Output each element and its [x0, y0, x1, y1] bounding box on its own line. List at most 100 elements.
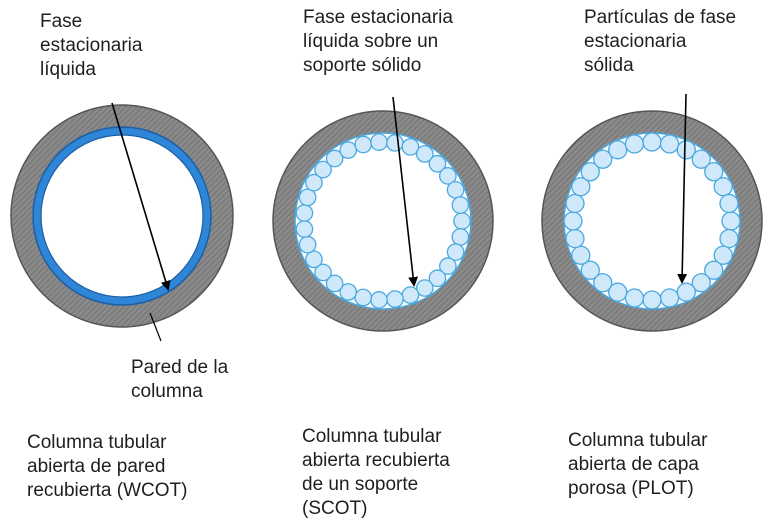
wcot-wall-label-line: Pared de la: [131, 357, 229, 378]
plot-solid-particles: [563, 132, 741, 310]
wcot-top-label: Fase estacionaria líquida: [40, 10, 142, 82]
scot-particle: [401, 138, 420, 156]
scot-particle: [438, 167, 457, 185]
scot-particle: [314, 263, 332, 282]
scot-particle: [298, 188, 317, 207]
plot-particle: [580, 260, 600, 280]
plot-particle: [659, 288, 680, 308]
wcot-column: [10, 104, 234, 328]
plot-particle: [676, 282, 696, 302]
wcot-caption-line: Columna tubular: [27, 432, 167, 453]
scot-particle: [298, 235, 317, 254]
scot-particle: [451, 228, 470, 246]
plot-particle: [691, 273, 711, 293]
plot-top-label: Partículas de fase estacionaria sólida: [584, 6, 736, 78]
scot-caption-line: de un soporte: [302, 474, 419, 495]
wcot-wall-label-line: columna: [131, 381, 203, 402]
scot-particle: [428, 154, 447, 173]
scot-particle: [370, 291, 388, 309]
scot-particle: [415, 145, 434, 163]
plot-bore: [563, 132, 741, 310]
wcot-caption-line: recubierta (WCOT): [27, 480, 188, 501]
scot-caption: Columna tubular abierta recubierta de un…: [302, 425, 450, 521]
scot-particle: [354, 288, 373, 307]
scot-caption-line: Columna tubular: [302, 426, 442, 447]
plot-caption-line: Columna tubular: [568, 430, 708, 451]
scot-particle: [438, 257, 457, 275]
plot-caption: Columna tubular abierta de capa porosa (…: [568, 429, 707, 501]
scot-particle: [295, 220, 314, 238]
wcot-top-label-line: Fase: [40, 11, 83, 32]
wcot-wall-label: Pared de la columna: [131, 356, 228, 404]
plot-particle: [704, 162, 724, 182]
plot-caption-line: porosa (PLOT): [568, 478, 694, 499]
wcot-caption-line: abierta de pared: [27, 456, 166, 477]
scot-particle: [415, 279, 434, 297]
plot-particle: [642, 290, 662, 310]
scot-particle: [325, 149, 344, 168]
plot-particle: [608, 282, 628, 302]
plot-particle: [593, 273, 613, 293]
plot-top-label-line: sólida: [584, 55, 634, 76]
scot-particle: [386, 290, 404, 308]
plot-particle: [593, 149, 613, 169]
scot-top-label-line: líquida sobre un: [303, 31, 439, 52]
wcot-top-label-line: líquida: [40, 59, 96, 80]
plot-particle: [713, 177, 733, 197]
scot-caption-line: (SCOT): [302, 498, 368, 519]
scot-particle: [295, 204, 314, 222]
wcot-bore: [40, 134, 204, 298]
scot-particle: [339, 141, 358, 159]
wcot-caption: Columna tubular abierta de pared recubie…: [27, 431, 187, 503]
scot-particle: [453, 212, 471, 230]
scot-column: [272, 110, 494, 332]
plot-particle: [719, 228, 739, 249]
scot-particle: [451, 196, 470, 214]
plot-particle: [721, 211, 741, 231]
wcot-top-label-line: estacionaria: [40, 35, 143, 56]
scot-particle: [339, 283, 358, 301]
scot-bore: [294, 132, 472, 310]
plot-particle: [691, 149, 711, 169]
plot-column: [541, 110, 763, 332]
scot-top-label-line: soporte sólido: [303, 55, 422, 76]
scot-particle: [305, 250, 323, 269]
plot-top-label-line: estacionaria: [584, 31, 687, 52]
plot-particle: [624, 134, 645, 154]
plot-particle: [563, 211, 583, 231]
scot-support-arrow: [392, 96, 419, 287]
plot-particle: [676, 140, 696, 160]
plot-particle: [624, 288, 645, 308]
wcot-liquid-phase-arrow: [111, 102, 171, 291]
plot-particle: [580, 162, 600, 182]
plot-particle: [608, 140, 628, 160]
plot-particle: [571, 245, 591, 265]
scot-particle: [354, 135, 373, 154]
plot-particle: [659, 134, 680, 154]
wcot-wall-leader-line: [149, 312, 162, 342]
scot-particle: [401, 286, 420, 304]
scot-particle: [325, 274, 344, 293]
plot-particle: [713, 245, 733, 265]
plot-particle: [704, 260, 724, 280]
plot-particle: [571, 177, 591, 197]
scot-particle: [386, 134, 404, 152]
plot-particle: [565, 228, 585, 249]
scot-particle: [446, 243, 465, 261]
plot-particle: [719, 193, 739, 214]
scot-particle: [446, 181, 465, 199]
scot-particle: [305, 173, 323, 192]
scot-particle: [370, 133, 388, 151]
scot-top-label-line: Fase estacionaria: [303, 7, 453, 28]
scot-particle: [314, 160, 332, 179]
plot-top-label-line: Partículas de fase: [584, 7, 737, 28]
plot-caption-line: abierta de capa: [568, 454, 699, 475]
scot-particle: [428, 269, 447, 288]
scot-top-label: Fase estacionaria líquida sobre un sopor…: [303, 6, 453, 78]
plot-particle: [642, 132, 662, 152]
plot-particles-arrow: [677, 93, 688, 284]
scot-support-particles: [295, 133, 471, 309]
plot-particle: [565, 193, 585, 214]
